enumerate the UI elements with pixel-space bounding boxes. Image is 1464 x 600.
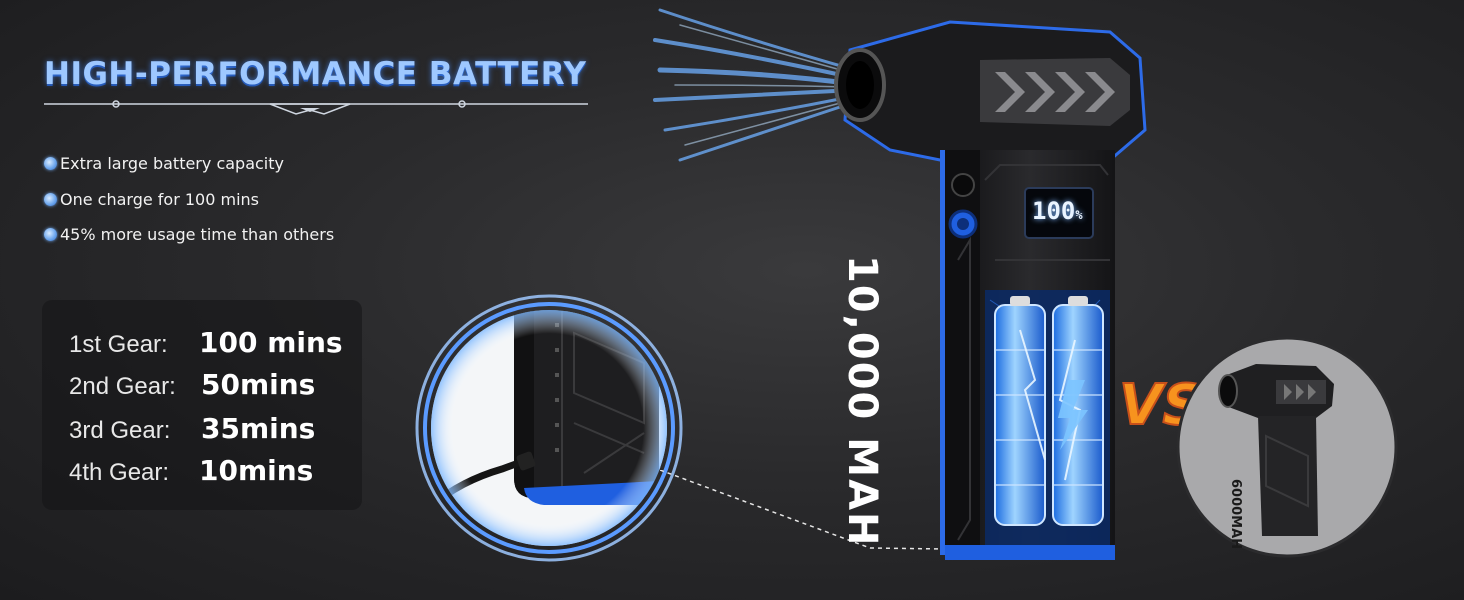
feature-text: One charge for 100 mins: [60, 190, 260, 209]
bullet-dot-icon: [44, 157, 57, 170]
display-unit: %: [1075, 208, 1083, 222]
comparison-device: [1176, 336, 1398, 558]
feature-text: Extra large battery capacity: [60, 154, 284, 173]
title-ornament: [44, 100, 588, 115]
feature-item: 45% more usage time than others: [44, 225, 334, 244]
blower-device: [834, 20, 1147, 560]
battery-display: 100%: [1032, 197, 1083, 225]
bullet-dot-icon: [44, 228, 57, 241]
feature-text: 45% more usage time than others: [60, 225, 335, 244]
gear-value: 100 mins: [199, 326, 343, 359]
bullet-dot-icon: [44, 193, 57, 206]
gear-value: 50mins: [201, 368, 316, 401]
gear-label: 3rd Gear:: [69, 417, 171, 444]
gear-row: 3rd Gear: 35mins: [69, 412, 315, 445]
gear-value: 10mins: [199, 454, 314, 487]
charging-port-closeup: [415, 294, 683, 562]
feature-item: One charge for 100 mins: [44, 190, 259, 209]
gear-row: 4th Gear: 10mins: [69, 454, 313, 487]
comparison-capacity-label: 6000MAH: [1228, 479, 1243, 550]
airflow-streaks: [653, 8, 858, 162]
feature-item: Extra large battery capacity: [44, 154, 284, 173]
gear-label: 4th Gear:: [69, 459, 170, 486]
capacity-label: 10,000 MAH: [839, 255, 885, 548]
gear-label: 1st Gear:: [69, 331, 168, 358]
gear-row: 2nd Gear: 50mins: [69, 368, 315, 401]
gear-value: 35mins: [201, 412, 316, 445]
gear-row: 1st Gear: 100 mins: [69, 326, 343, 359]
gear-label: 2nd Gear:: [69, 373, 176, 400]
gear-runtime-panel: 1st Gear: 100 mins 2nd Gear: 50mins 3rd …: [42, 300, 362, 510]
display-reading: 100: [1032, 197, 1076, 225]
page-title: HIGH-PERFORMANCE BATTERY: [44, 56, 587, 92]
